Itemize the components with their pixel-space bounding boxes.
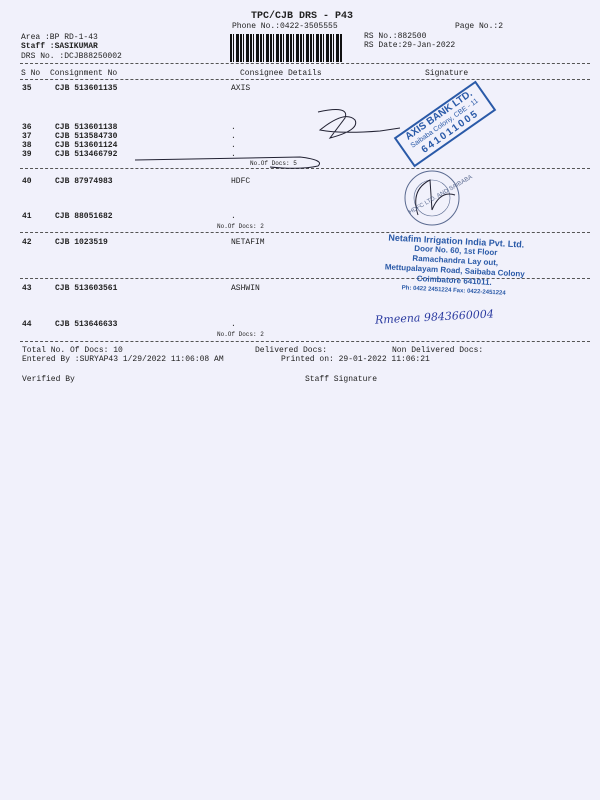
row-consignment-no: CJB 88051682 <box>55 212 113 221</box>
row-sno: 44 <box>22 320 32 329</box>
group-doc-count: No.Of Docs: 2 <box>217 331 264 338</box>
document-title: TPC/CJB DRS - P43 <box>251 11 354 22</box>
divider <box>20 232 590 233</box>
row-sno: 37 <box>22 132 32 141</box>
row-consignment-no: CJB 513601135 <box>55 84 118 93</box>
divider <box>20 63 590 64</box>
row-consignment-no: CJB 513466792 <box>55 150 118 159</box>
row-consignment-no: CJB 513603561 <box>55 284 118 293</box>
row-consignee: . <box>231 132 236 141</box>
row-sno: 41 <box>22 212 32 221</box>
row-consignee: HDFC <box>231 177 251 186</box>
divider <box>20 341 590 342</box>
col-signature: Signature <box>425 69 469 78</box>
row-sno: 39 <box>22 150 32 159</box>
row-sno: 43 <box>22 284 32 293</box>
row-consignee: . <box>231 320 236 329</box>
row-consignment-no: CJB 87974983 <box>55 177 113 186</box>
phone-number: Phone No.:0422-3505555 <box>232 22 338 31</box>
group-doc-count: No.Of Docs: 2 <box>217 223 264 230</box>
delivered-docs: Delivered Docs: <box>255 346 328 355</box>
row-consignment-no: CJB 513601138 <box>55 123 118 132</box>
staff-signature-label: Staff Signature <box>305 375 378 384</box>
row-consignee: . <box>231 123 236 132</box>
barcode <box>230 34 342 62</box>
handwritten-signature <box>134 109 460 226</box>
divider <box>20 168 590 169</box>
non-delivered-docs: Non Delivered Docs: <box>392 346 484 355</box>
staff: Staff :SASIKUMAR <box>21 42 98 51</box>
row-sno: 40 <box>22 177 32 186</box>
rs-number: RS No.:882500 <box>364 32 427 41</box>
row-consignee: AXIS <box>231 84 251 93</box>
row-consignee: NETAFIM <box>231 238 265 247</box>
col-consignee: Consignee Details <box>240 69 322 78</box>
group-doc-count: No.Of Docs: 5 <box>250 160 297 167</box>
divider <box>20 79 590 80</box>
row-consignment-no: CJB 513646633 <box>55 320 118 329</box>
col-sno: S No <box>21 69 41 78</box>
row-consignment-no: CJB 1023519 <box>55 238 108 247</box>
divider <box>20 278 590 279</box>
verified-by: Verified By <box>22 375 75 384</box>
col-consignment: Consignment No <box>50 69 118 78</box>
rs-date: RS Date:29-Jan-2022 <box>364 41 456 50</box>
row-consignee: . <box>231 141 236 150</box>
row-consignment-no: CJB 513584730 <box>55 132 118 141</box>
row-consignee: . <box>231 212 236 221</box>
page-number: Page No.:2 <box>455 22 504 31</box>
row-consignee: ASHWIN <box>231 284 260 293</box>
row-consignee: . <box>231 150 236 159</box>
printed-on: Printed on: 29-01-2022 11:06:21 <box>281 355 430 364</box>
row-sno: 35 <box>22 84 32 93</box>
row-sno: 36 <box>22 123 32 132</box>
row-sno: 42 <box>22 238 32 247</box>
area: Area :BP RD-1-43 <box>21 33 98 42</box>
row-sno: 38 <box>22 141 32 150</box>
row-consignment-no: CJB 513601124 <box>55 141 118 150</box>
total-docs: Total No. Of Docs: 10 <box>22 346 123 355</box>
drs-number: DRS No. :DCJB88250002 <box>21 52 122 61</box>
entered-by: Entered By :SURYAP43 1/29/2022 11:06:08 … <box>22 355 224 364</box>
netafim-stamp: Netafim Irrigation India Pvt. Ltd. Door … <box>354 231 557 301</box>
